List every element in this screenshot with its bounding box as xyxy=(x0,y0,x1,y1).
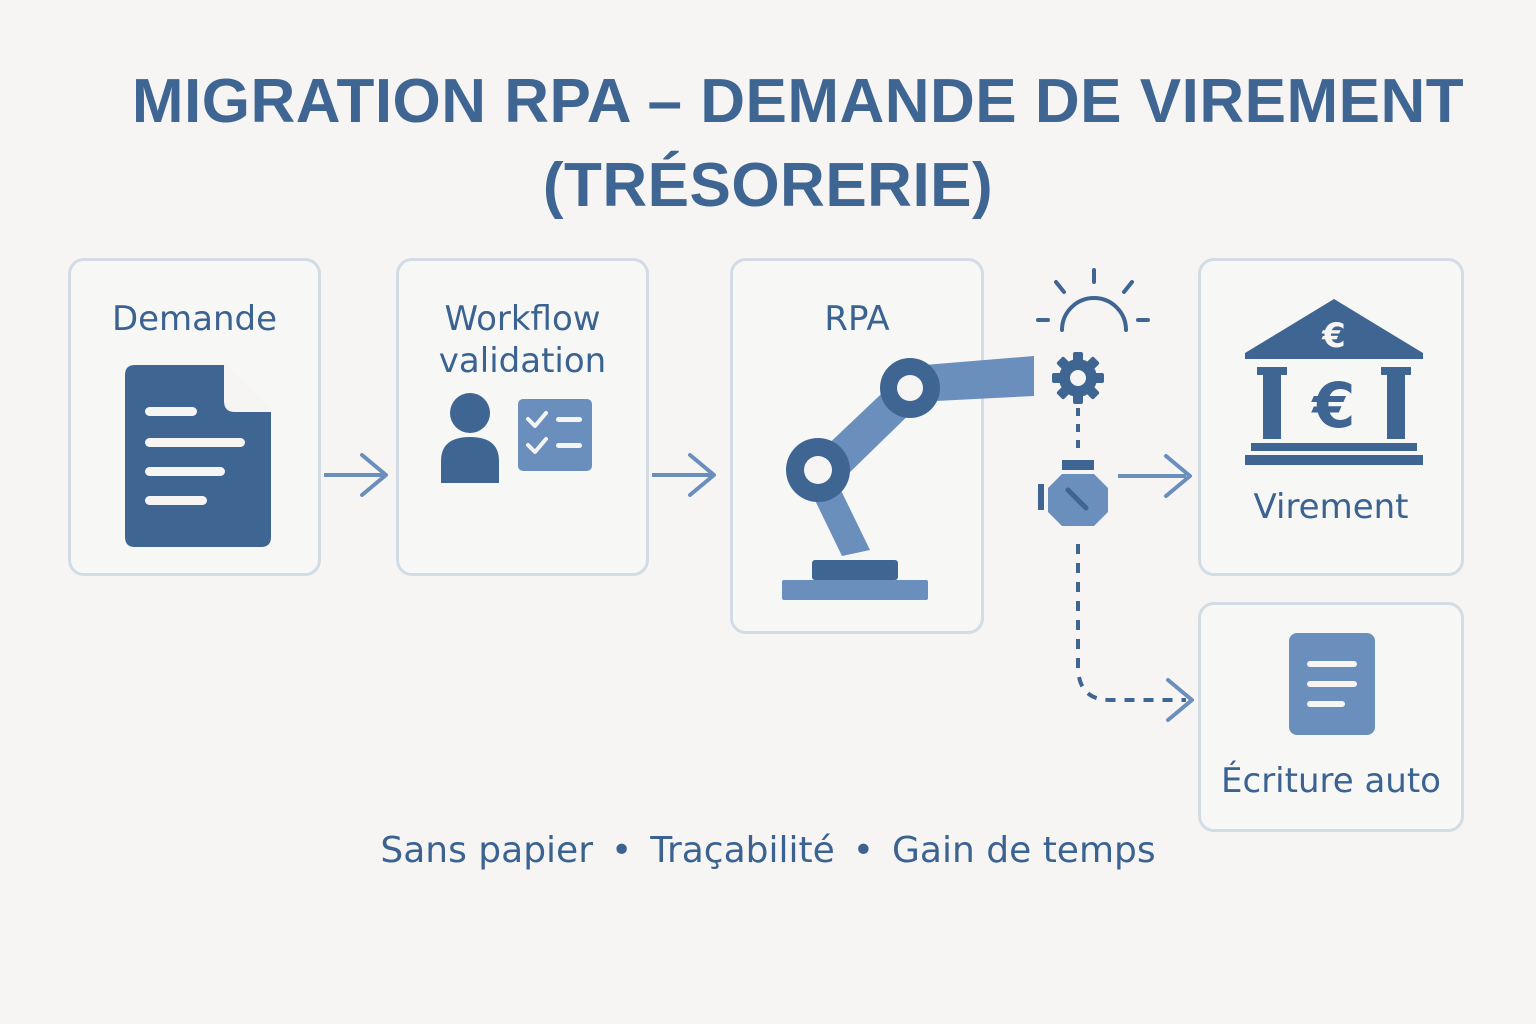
arrow-demande-to-workflow xyxy=(324,453,388,497)
step-demande-label: Demande xyxy=(111,299,278,339)
step-rpa-label: RPA xyxy=(824,299,890,339)
robot-arm-icon xyxy=(782,356,1034,600)
benefit-tracabilite: Traçabilité xyxy=(650,830,835,871)
svg-text:€: € xyxy=(1310,369,1355,442)
step-demande: Demande xyxy=(68,258,321,576)
step-virement-label: Virement xyxy=(1253,487,1409,527)
checklist-icon xyxy=(518,399,592,471)
benefits-footer: Sans papier • Traçabilité • Gain de temps xyxy=(0,830,1536,871)
document-lines-icon xyxy=(1289,633,1375,735)
document-icon xyxy=(125,362,273,547)
step-workflow-label-line2: validation xyxy=(438,341,607,381)
arrow-rpa-to-virement xyxy=(1118,454,1192,498)
gear-icon xyxy=(1052,352,1104,404)
person-icon xyxy=(441,393,499,483)
arrow-rpa-to-ecriture xyxy=(1076,544,1194,722)
footer-separator: • xyxy=(852,830,875,871)
benefit-sans-papier: Sans papier xyxy=(380,830,594,871)
step-workflow-label-line1: Workflow xyxy=(444,299,601,339)
arrow-workflow-to-rpa xyxy=(652,453,716,497)
bank-euro-icon: € € xyxy=(1245,299,1423,465)
footer-separator: • xyxy=(611,830,633,871)
step-ecriture-auto: Écriture auto xyxy=(1198,602,1464,832)
stopwatch-icon xyxy=(1038,460,1108,526)
step-ecriture-label: Écriture auto xyxy=(1221,761,1441,801)
idea-lightbulb-icon xyxy=(1036,268,1150,332)
page-title-line1: MIGRATION RPA – DEMANDE DE VIREMENT xyxy=(131,67,1465,136)
step-workflow-validation: Workflow validation xyxy=(396,258,649,576)
benefit-gain-de-temps: Gain de temps xyxy=(892,830,1156,871)
svg-text:€: € xyxy=(1321,316,1346,356)
page-title-line2: (TRÉSORERIE) xyxy=(542,151,994,220)
step-virement: Virement € € xyxy=(1198,258,1464,576)
